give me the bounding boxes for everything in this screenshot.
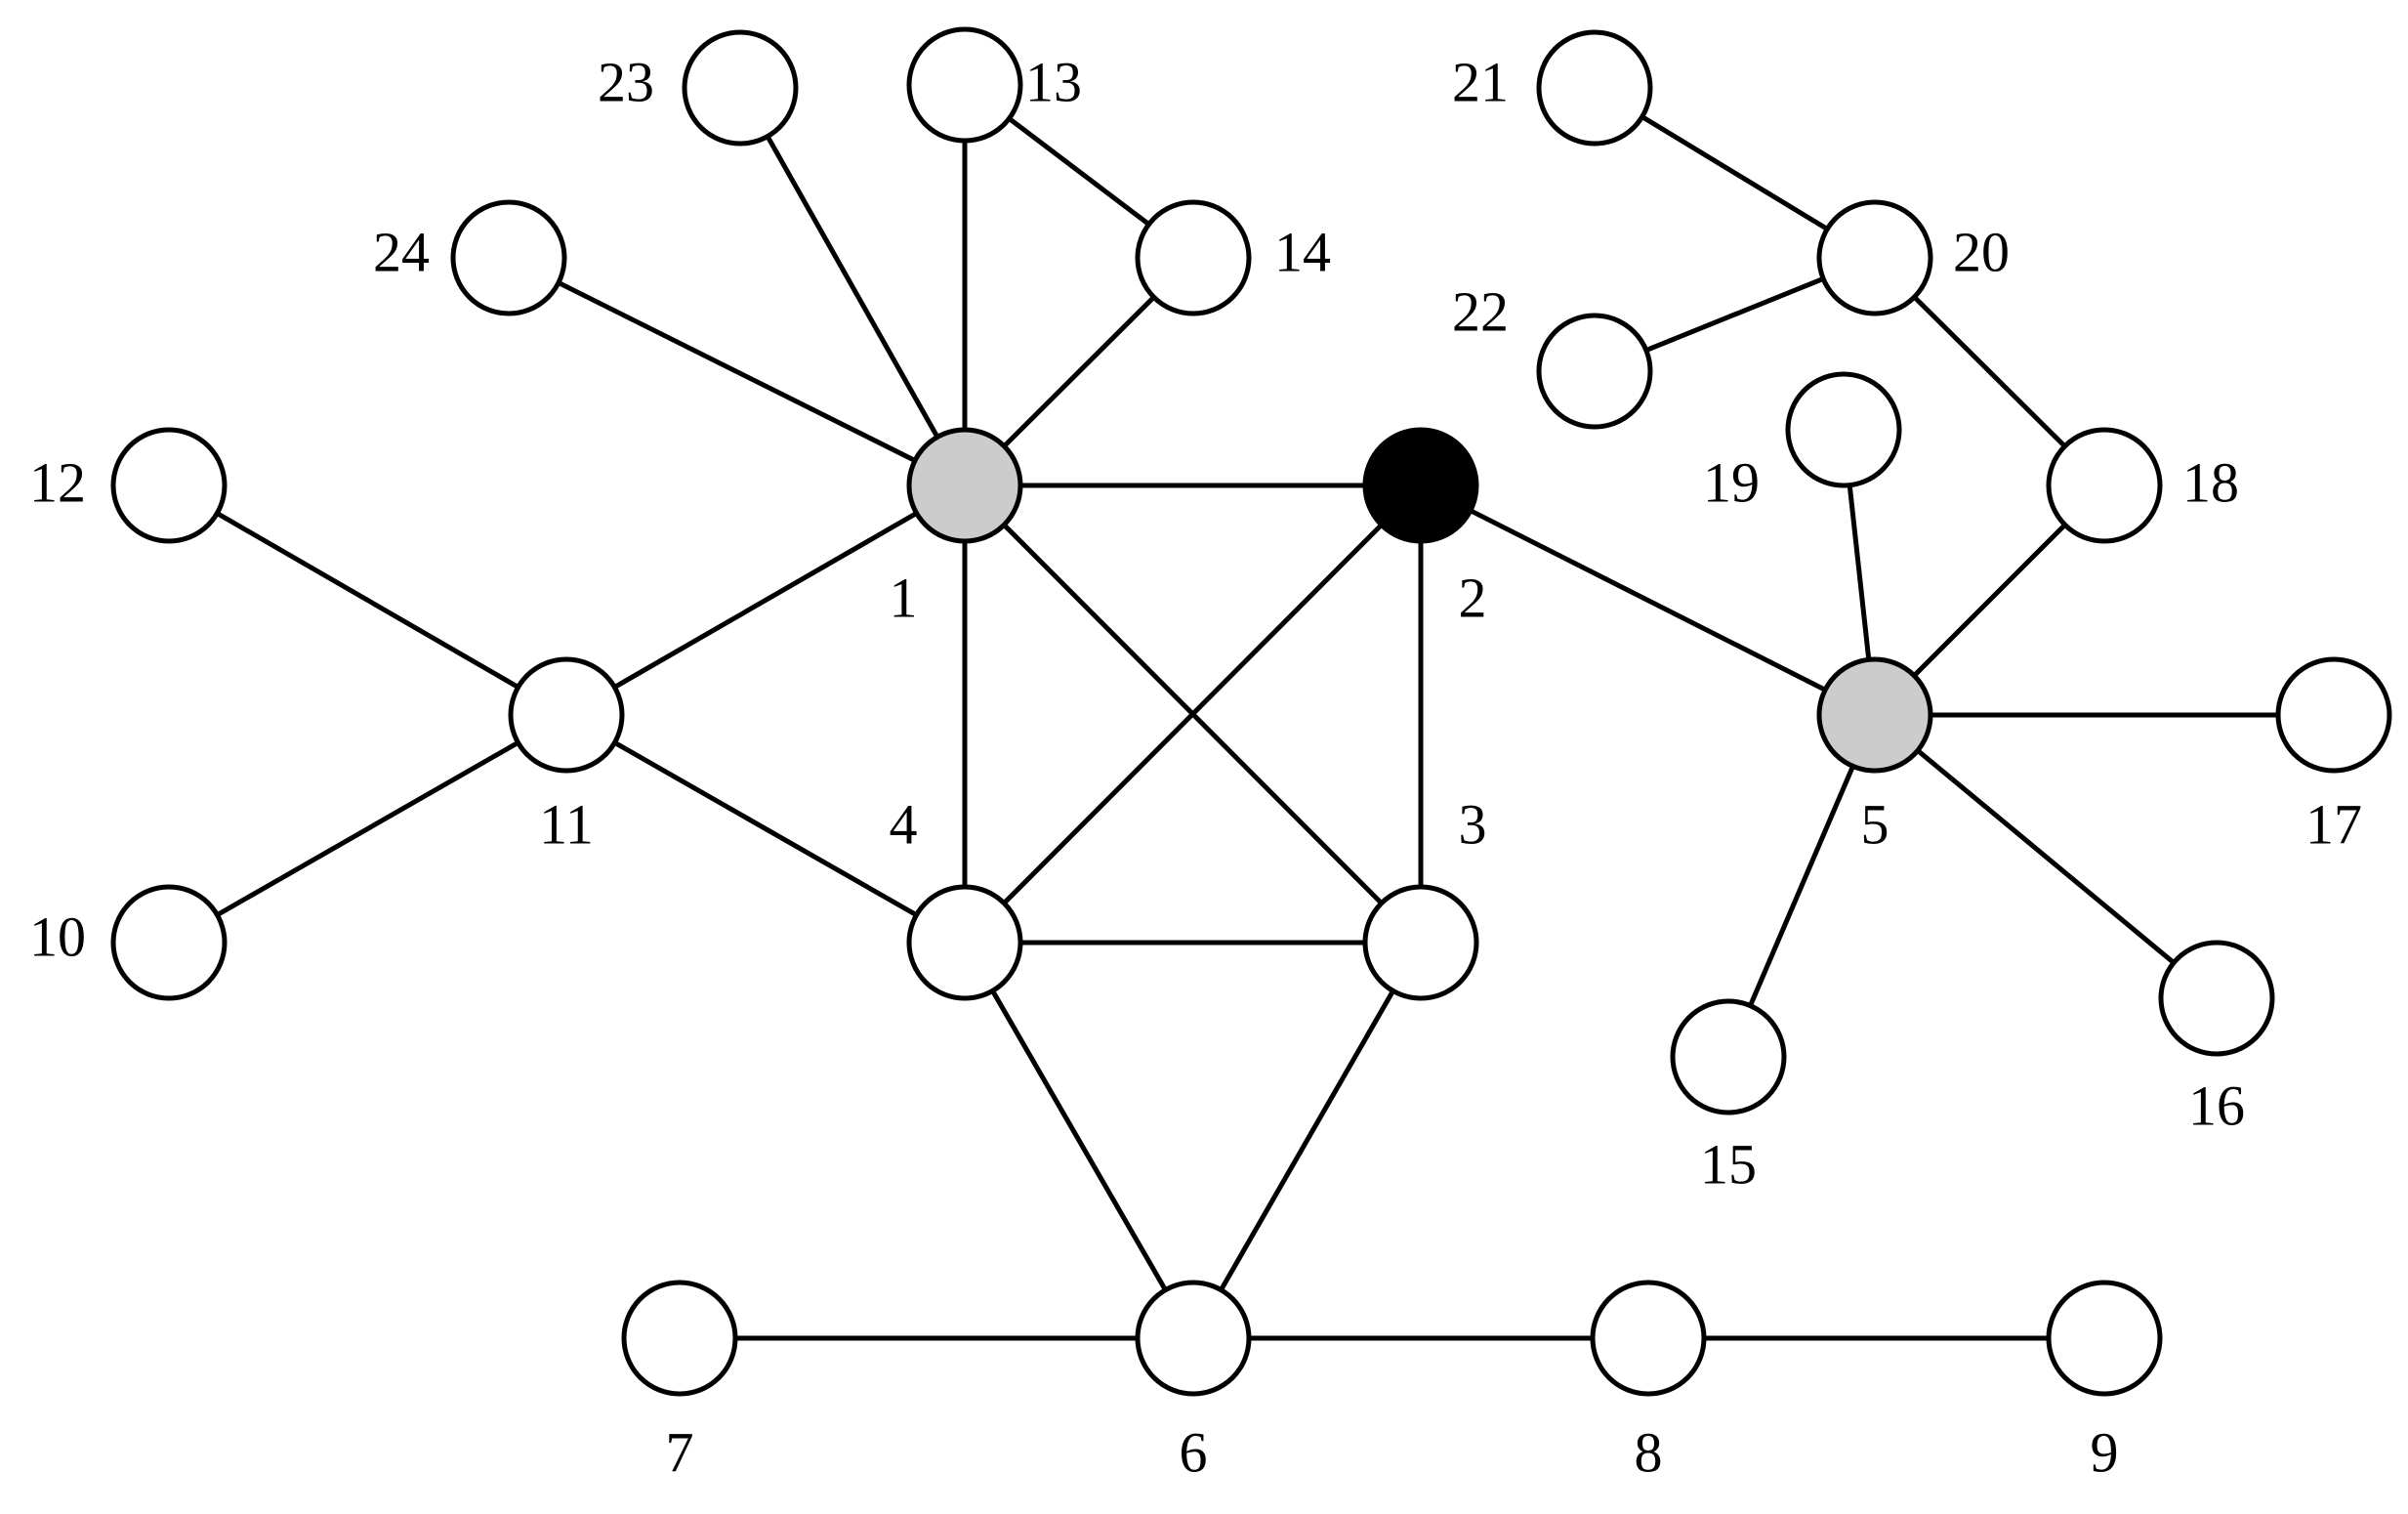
node-9 [2046, 1280, 2163, 1397]
node-label-6: 6 [1180, 1420, 1208, 1484]
node-19 [1785, 371, 1902, 488]
edge-11-12 [167, 483, 568, 718]
edge-5-16 [1873, 713, 2219, 1000]
edge-2-4 [963, 484, 1423, 945]
node-label-1: 1 [890, 566, 918, 629]
node-label-22: 22 [1452, 279, 1509, 343]
node-20 [1816, 199, 1933, 316]
node-label-3: 3 [1459, 792, 1487, 856]
nodes-layer [110, 26, 2392, 1397]
edge-4-11 [564, 712, 967, 946]
edge-1-24 [507, 255, 967, 488]
node-label-11: 11 [539, 792, 594, 856]
edge-1-23 [737, 86, 968, 487]
edge-3-6 [1190, 941, 1424, 1340]
node-label-19: 19 [1703, 450, 1760, 514]
node-label-12: 12 [29, 450, 86, 514]
node-14 [1135, 199, 1252, 316]
node-2 [1362, 427, 1479, 544]
node-label-14: 14 [1274, 220, 1331, 283]
node-16 [2158, 940, 2275, 1057]
node-21 [1536, 29, 1653, 147]
node-label-10: 10 [29, 904, 86, 968]
node-11 [508, 656, 625, 774]
node-17 [2275, 656, 2392, 774]
node-label-16: 16 [2188, 1073, 2245, 1137]
node-label-7: 7 [666, 1420, 694, 1484]
node-label-21: 21 [1452, 50, 1509, 113]
node-12 [110, 427, 228, 544]
node-10 [110, 884, 228, 1001]
edge-2-5 [1419, 483, 1877, 718]
node-6 [1135, 1280, 1252, 1397]
node-8 [1590, 1280, 1707, 1397]
node-label-13: 13 [1025, 50, 1082, 113]
node-label-9: 9 [2091, 1420, 2119, 1484]
node-3 [1362, 884, 1479, 1001]
node-23 [682, 29, 799, 147]
node-label-2: 2 [1459, 566, 1487, 629]
node-13 [906, 26, 1023, 144]
node-label-15: 15 [1700, 1132, 1757, 1196]
edge-5-15 [1725, 714, 1878, 1058]
node-1 [906, 427, 1023, 544]
node-label-17: 17 [2305, 792, 2362, 856]
node-24 [450, 199, 567, 316]
edge-1-11 [564, 483, 967, 718]
node-label-5: 5 [1861, 792, 1889, 856]
node-15 [1670, 998, 1787, 1115]
node-label-20: 20 [1953, 220, 2010, 283]
node-5 [1816, 656, 1933, 774]
node-7 [621, 1280, 738, 1397]
node-label-24: 24 [373, 220, 430, 283]
edge-4-6 [962, 941, 1196, 1340]
node-label-23: 23 [598, 50, 654, 113]
node-label-4: 4 [890, 792, 918, 856]
node-18 [2046, 427, 2163, 544]
node-4 [906, 884, 1023, 1001]
node-label-18: 18 [2182, 450, 2239, 514]
node-label-8: 8 [1635, 1420, 1663, 1484]
node-22 [1536, 313, 1653, 430]
edge-10-11 [167, 712, 568, 946]
